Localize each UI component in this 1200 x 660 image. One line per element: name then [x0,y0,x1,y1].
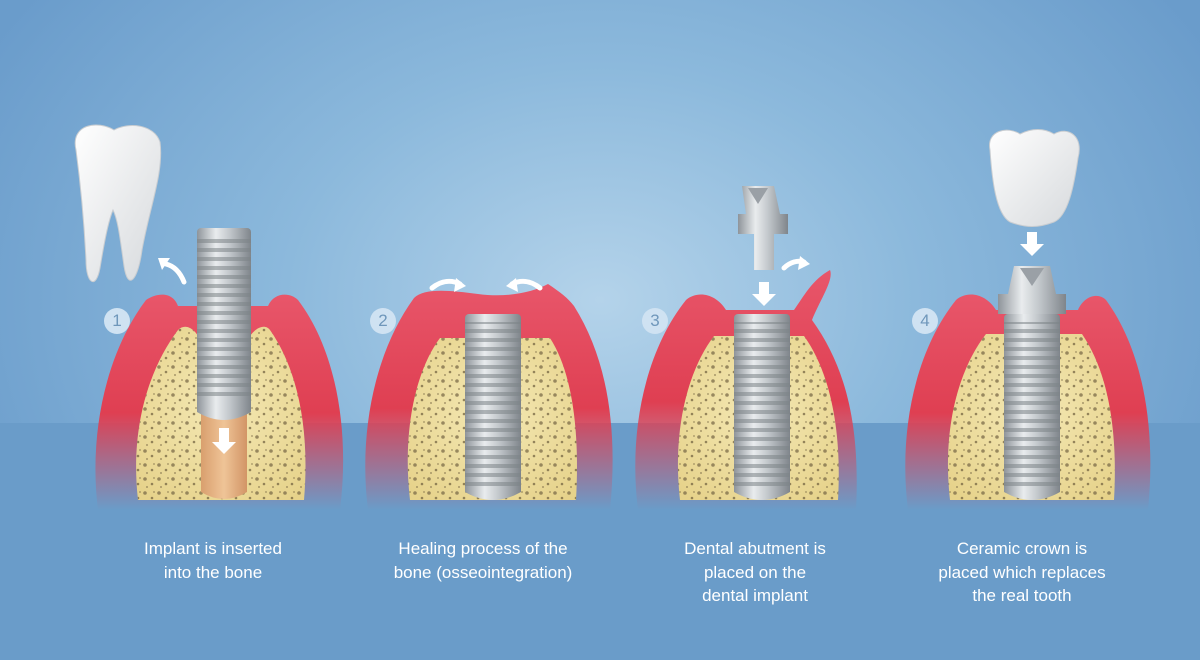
extracted-tooth [74,124,162,282]
implant-threads [465,322,521,492]
step-caption: Ceramic crown is placed which replaces t… [938,539,1106,605]
arrow-curved-icon [163,261,187,285]
arrow-head-icon [506,278,518,292]
step-4: 4 Ceramic crown is placed which replaces… [868,0,1168,660]
abutment [738,186,788,270]
implant-tip [465,486,521,500]
implant-threads [197,236,251,412]
step-caption: Dental abutment is placed on the dental … [684,539,826,605]
step-1: 1 Implant is inserted into the bone [58,0,358,660]
step-caption: Implant is inserted into the bone [144,539,282,582]
arrow-head-icon [798,256,810,270]
implant-tip [197,400,251,420]
step-3: 3 Dental abutment is placed on the denta… [598,0,898,660]
arrow-head-icon [454,278,466,292]
step-number: 1 [104,308,130,334]
implant-tip [1004,486,1060,500]
implant-tip [734,486,790,500]
implant-threads [734,322,790,492]
arrow-down-icon [1020,232,1044,256]
abutment-top [1020,268,1044,286]
abutment [998,266,1066,314]
implant-threads [1004,322,1060,492]
arrow-down-icon [752,282,776,306]
arrow-down-icon [212,428,236,454]
step-2: 2 Healing process of the bone (osseointe… [328,0,628,660]
step-number: 3 [642,308,668,334]
step-number: 4 [912,308,938,334]
abutment-top [748,188,768,204]
step-caption: Healing process of the bone (osseointegr… [393,539,573,582]
ceramic-crown [989,129,1080,227]
step-number: 2 [370,308,396,334]
arrow-head-icon [158,258,170,270]
